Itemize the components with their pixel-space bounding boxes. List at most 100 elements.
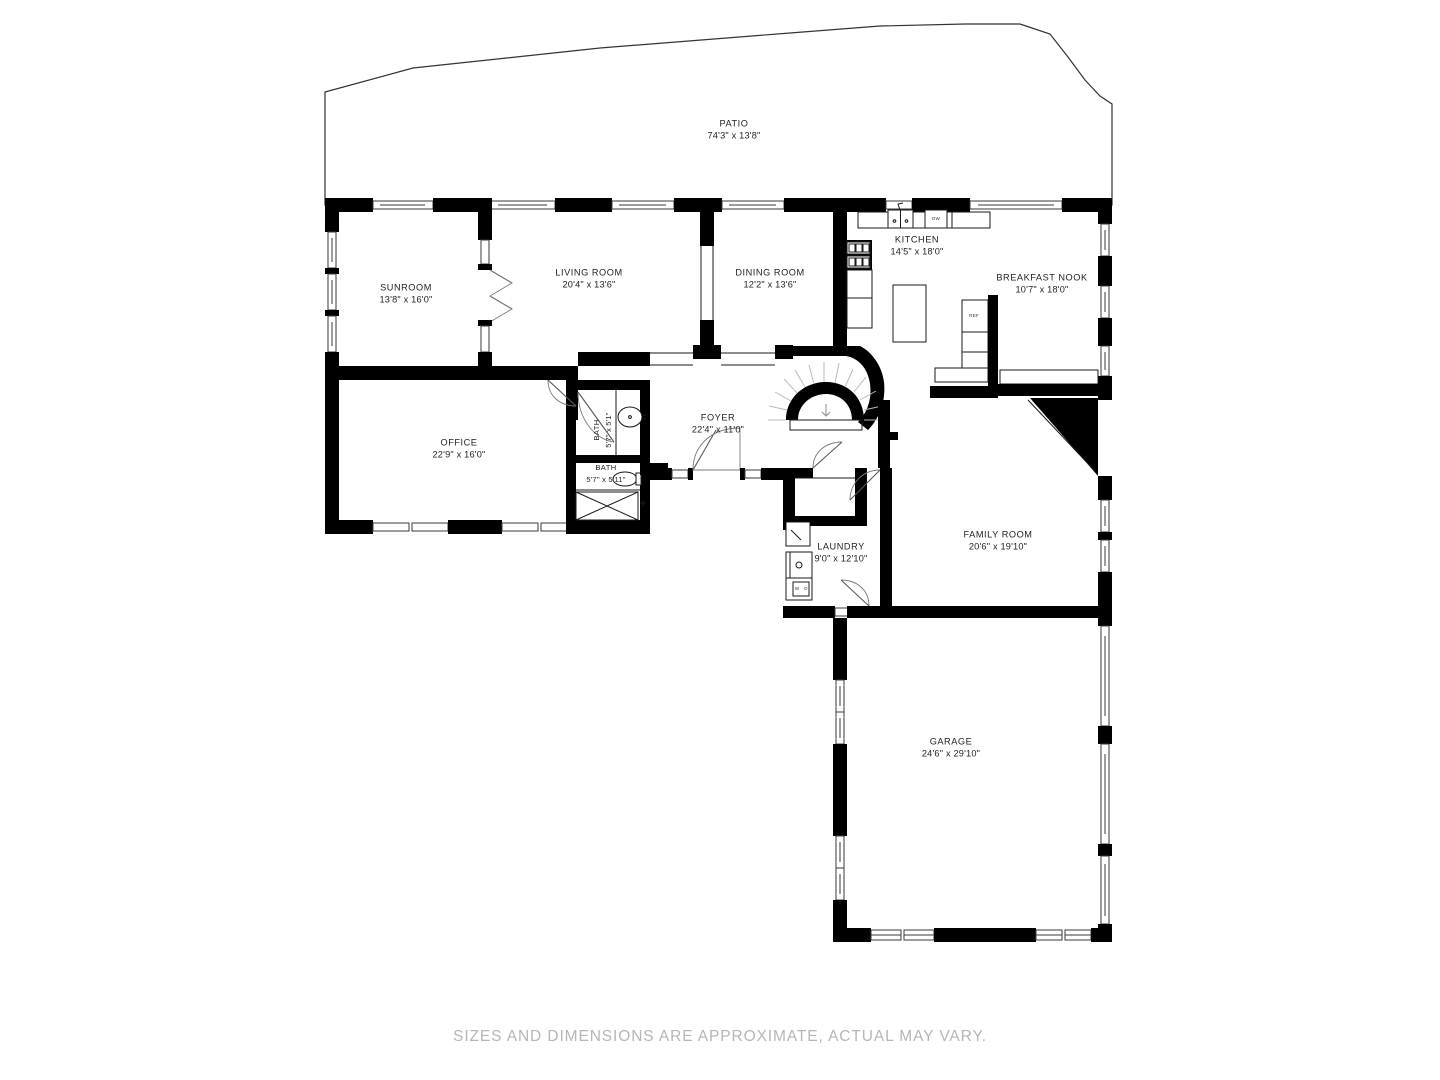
wall-south-office-a bbox=[325, 520, 373, 534]
office-door-swing bbox=[547, 379, 577, 407]
bath-upper-faucet bbox=[641, 414, 646, 420]
laundry-label: LAUNDRY bbox=[817, 541, 865, 551]
wall-laundry-south-a bbox=[783, 606, 835, 618]
wall-foyer-south-b bbox=[688, 468, 693, 480]
family-room-label: FAMILY ROOM bbox=[963, 529, 1032, 539]
kitchen-cabinet-west-2 bbox=[846, 297, 873, 329]
wall-center-stub bbox=[640, 463, 668, 475]
laundry-sink bbox=[785, 521, 811, 547]
wall-nook-east-c bbox=[1098, 318, 1112, 346]
wall-stair-right bbox=[878, 400, 890, 432]
office-dimensions: 22'9" x 16'0" bbox=[433, 449, 486, 459]
wall-west-d bbox=[325, 352, 339, 366]
wall-north-c bbox=[555, 198, 612, 212]
kitchen-sink-drain-1 bbox=[892, 219, 897, 223]
wall-sunroom-east-c bbox=[478, 320, 492, 326]
wall-family-east-b bbox=[1098, 532, 1112, 540]
nook-counter-return bbox=[934, 367, 989, 383]
wall-sunroom-east-b bbox=[478, 264, 492, 270]
kitchen: DW KITCHEN 14'5" x 18'0" bbox=[833, 202, 991, 356]
wall-family-east-a bbox=[1098, 476, 1112, 500]
family-room-dimensions: 20'6" x 19'10" bbox=[969, 541, 1027, 551]
wall-laundry-closet-south bbox=[795, 516, 867, 526]
window-south-2 bbox=[411, 522, 449, 532]
bath-lower-dimensions: 5'7" x 5'11" bbox=[586, 475, 625, 484]
dryer-door bbox=[792, 581, 810, 597]
sunroom-sidelight-2 bbox=[480, 325, 490, 353]
sunroom: SUNROOM 13'8" x 16'0" bbox=[325, 198, 513, 380]
wall-north-b bbox=[433, 198, 491, 212]
washer-label: W bbox=[795, 586, 800, 591]
bath-lower-toilet-tank bbox=[635, 472, 642, 486]
bath-upper-label: BATH bbox=[592, 419, 601, 440]
bath-lower-shower-head bbox=[640, 500, 646, 506]
foyer-entry-door-swing bbox=[692, 427, 741, 471]
sunroom-sidelight-1 bbox=[480, 239, 490, 265]
wall-west-a bbox=[325, 198, 339, 232]
wall-garage-south-a bbox=[833, 928, 871, 942]
wall-bath-upper-south bbox=[566, 455, 650, 463]
kitchen-cabinet-west-1 bbox=[846, 269, 873, 299]
wall-laundry-closet-east bbox=[855, 468, 867, 526]
wall-west-office bbox=[325, 366, 339, 534]
bath-upper-dimensions: 5'7" x 5'1" bbox=[604, 412, 613, 448]
wall-living-dining-bottom bbox=[700, 320, 714, 352]
wall-sunroom-south bbox=[325, 366, 492, 380]
laundry-south-door-swing bbox=[840, 579, 870, 607]
breakfast-nook-label: BREAKFAST NOOK bbox=[996, 272, 1088, 282]
breakfast-nook-dimensions: 10'7" x 18'0" bbox=[1016, 284, 1069, 294]
laundry-sink-faucet bbox=[790, 529, 802, 541]
wall-laundry-closet-west bbox=[783, 468, 795, 530]
wall-north-e bbox=[784, 198, 838, 212]
window-south-1 bbox=[372, 522, 410, 532]
wall-bath-lower-west bbox=[566, 463, 576, 525]
disclaimer-text: SIZES AND DIMENSIONS ARE APPROXIMATE, AC… bbox=[453, 1028, 987, 1045]
wall-garage-east-c bbox=[1098, 844, 1112, 856]
bath-lower-shower-x2 bbox=[575, 491, 639, 521]
patio-label: PATIO bbox=[720, 118, 749, 128]
office-door-leaf bbox=[547, 379, 577, 407]
wall-foyer-east bbox=[878, 440, 890, 468]
bath-lower-label: BATH bbox=[595, 463, 616, 472]
washer-drum bbox=[795, 561, 803, 569]
wall-bath-upper-west bbox=[566, 380, 576, 462]
foyer-text: FOYER 22'4" x 11'0" bbox=[692, 412, 744, 434]
stair-inner-core bbox=[786, 382, 864, 420]
laundry: W D LAUNDRY 9'0" x 12'10" bbox=[783, 441, 892, 618]
stair-outer-wall bbox=[775, 346, 885, 430]
foyer-sidelight-1 bbox=[671, 469, 689, 479]
kitchen-sink-drain-2 bbox=[904, 219, 909, 223]
wall-north-g bbox=[912, 198, 970, 212]
wall-north-d bbox=[674, 198, 722, 212]
bathrooms: BATH 5'7" x 5'1" BATH 5'7" x 5'11" bbox=[566, 380, 650, 534]
wall-garage-south-b bbox=[934, 928, 1036, 942]
family-room: FAMILY ROOM 20'6" x 19'10" bbox=[892, 398, 1112, 618]
sunroom-dimensions: 13'8" x 16'0" bbox=[380, 294, 433, 304]
kitchen-faucet bbox=[897, 202, 904, 211]
laundry-hall-door-leaf bbox=[849, 469, 881, 501]
wall-garage-east-a bbox=[1098, 606, 1112, 626]
breakfast-nook: REF BREAKFAST NOOK 10'7" x 18'0" bbox=[930, 198, 1112, 400]
wall-office-north bbox=[492, 366, 578, 380]
stair-direction-arrow bbox=[821, 404, 831, 417]
living-room: LIVING ROOM 20'4" x 13'6" bbox=[555, 198, 721, 366]
wall-garage-east-b bbox=[1098, 726, 1112, 744]
wall-garage-south-c bbox=[1091, 928, 1112, 942]
wall-living-south-a bbox=[578, 352, 650, 366]
wall-nook-east-a bbox=[1098, 198, 1112, 224]
wall-bath-upper-north bbox=[566, 380, 650, 390]
wall-sunroom-east-a bbox=[478, 198, 492, 240]
patio-area: PATIO 74'3" x 13'8" bbox=[324, 23, 1113, 206]
dining-room-label: DINING ROOM bbox=[735, 267, 804, 277]
wall-bath-upper-east bbox=[640, 380, 650, 462]
bath-upper-door-swing bbox=[577, 391, 615, 443]
laundry-closet-door-swing bbox=[812, 441, 843, 469]
wall-dining-east bbox=[833, 198, 847, 352]
refrigerator-label: REF bbox=[969, 313, 979, 318]
wall-bath-lower-south bbox=[566, 520, 650, 534]
kitchen-island bbox=[892, 284, 927, 343]
wall-foyer-south-d bbox=[761, 468, 783, 480]
patio-outline bbox=[324, 23, 1113, 206]
window-south-3 bbox=[501, 522, 539, 532]
cooktop-unit-top bbox=[846, 241, 871, 255]
